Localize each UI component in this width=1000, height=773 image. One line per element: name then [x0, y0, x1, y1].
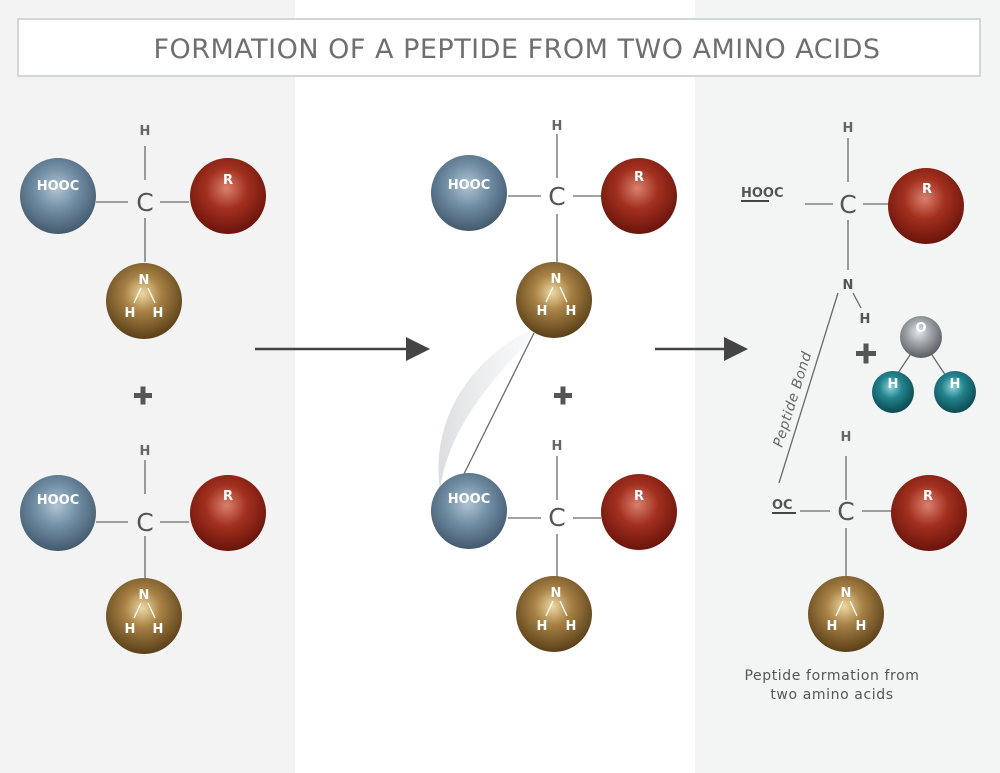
amino-acid-2: H C HOOC R N H H	[20, 444, 266, 654]
hydrogen-label: H	[843, 121, 854, 136]
middle-panel	[295, 0, 695, 773]
left-panel	[0, 0, 295, 773]
amine-hydrogen-label: H	[153, 622, 164, 637]
amine-hydrogen-label: H	[125, 622, 136, 637]
side-chain-ball	[190, 475, 266, 551]
side-chain-ball	[601, 474, 677, 550]
side-chain-ball	[601, 158, 677, 234]
hydrogen-label: H	[140, 444, 151, 459]
caption-line-2: two amino acids	[770, 687, 893, 703]
carbon-label: C	[548, 503, 565, 532]
side-chain-label: R	[923, 489, 933, 504]
side-chain-ball	[888, 168, 964, 244]
side-chain-label: R	[223, 489, 233, 504]
hydrogen-label: H	[950, 377, 961, 392]
nitrogen-label: N	[551, 586, 562, 601]
nitrogen-label: N	[841, 586, 852, 601]
water-molecule: O H H	[872, 316, 976, 413]
amine-hydrogen-label: H	[856, 619, 867, 634]
nitrogen-label: N	[843, 278, 854, 293]
caption-line-1: Peptide formation from	[744, 668, 919, 684]
carboxyl-ball	[431, 155, 507, 231]
oxygen-ball	[900, 316, 942, 358]
amino-ball	[516, 576, 592, 652]
carboxyl-label: HOOC	[448, 492, 491, 507]
reaction-arrow-icon	[655, 337, 748, 361]
side-chain-ball	[891, 475, 967, 551]
amino-acid-1-middle: H C HOOC R N H H	[431, 119, 677, 338]
carboxyl-label: HOOC	[741, 186, 784, 201]
dipeptide-upper: H C HOOC R N H	[741, 121, 964, 327]
side-chain-label: R	[634, 489, 644, 504]
nitrogen-label: N	[139, 588, 150, 603]
oxygen-label: O	[915, 321, 926, 336]
plus-icon	[134, 386, 152, 405]
side-chain-label: R	[223, 173, 233, 188]
hydrogen-label: H	[841, 430, 852, 445]
amine-hydrogen-label: H	[566, 304, 577, 319]
peptide-bond-line	[778, 292, 839, 484]
page-title: FORMATION OF A PEPTIDE FROM TWO AMINO AC…	[153, 34, 880, 65]
amine-hydrogen-label: H	[566, 619, 577, 634]
carbonyl-label: OC	[772, 498, 793, 513]
carboxyl-ball	[431, 473, 507, 549]
hydrogen-label: H	[888, 377, 899, 392]
amine-hydrogen-label: H	[125, 306, 136, 321]
plus-icon	[856, 343, 876, 364]
amino-ball	[516, 262, 592, 338]
hydrogen-ball	[934, 371, 976, 413]
side-chain-ball	[190, 158, 266, 234]
hydrogen-label: H	[140, 124, 151, 139]
amino-ball	[106, 578, 182, 654]
side-chain-label: R	[922, 182, 932, 197]
hydrogen-ball	[872, 371, 914, 413]
title-box	[17, 18, 981, 77]
carbon-label: C	[136, 508, 153, 537]
bond-line	[459, 332, 535, 483]
plus-icon	[554, 386, 572, 405]
hydrogen-label: H	[860, 312, 871, 327]
carboxyl-ball	[20, 158, 96, 234]
carboxyl-ball	[20, 475, 96, 551]
carboxyl-label: HOOC	[37, 179, 80, 194]
amine-hydrogen-label: H	[153, 306, 164, 321]
amine-hydrogen-label: H	[537, 619, 548, 634]
carbon-label: C	[837, 497, 854, 526]
amine-hydrogen-label: H	[537, 304, 548, 319]
side-chain-label: R	[634, 170, 644, 185]
carbon-label: C	[839, 190, 856, 219]
amine-hydrogen-label: H	[827, 619, 838, 634]
amino-ball	[106, 263, 182, 339]
amino-acid-1: H C HOOC R N H H	[20, 124, 266, 339]
carbon-label: C	[548, 182, 565, 211]
amino-acid-2-middle: H C HOOC R N H H	[431, 439, 677, 652]
carboxyl-label: HOOC	[448, 178, 491, 193]
dipeptide-lower: H C OC R N H H	[772, 430, 967, 652]
amino-ball	[808, 576, 884, 652]
nitrogen-label: N	[551, 272, 562, 287]
hydrogen-label: H	[552, 119, 563, 134]
nitrogen-label: N	[139, 273, 150, 288]
carboxyl-label: HOOC	[37, 493, 80, 508]
bond-swoosh	[438, 330, 540, 490]
carbon-label: C	[136, 188, 153, 217]
hydrogen-label: H	[552, 439, 563, 454]
reaction-arrow-icon	[255, 337, 430, 361]
